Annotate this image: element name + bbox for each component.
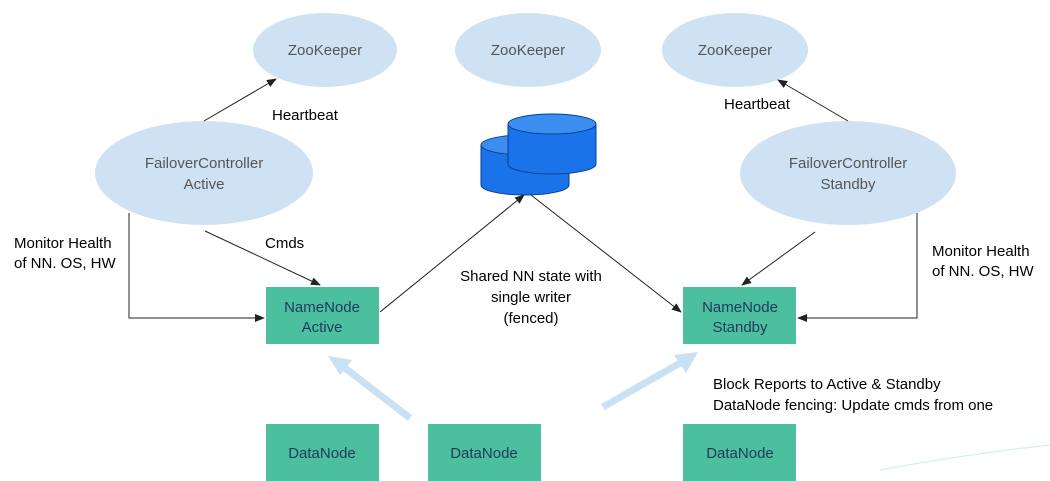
- decorative-curve: [879, 444, 1050, 471]
- zookeeper-right: ZooKeeper: [662, 13, 808, 87]
- cmds-label: Cmds: [265, 235, 304, 252]
- zookeeper-left-label: ZooKeeper: [288, 42, 362, 59]
- monitor-label-left-line1: Monitor Health: [14, 235, 112, 252]
- namenode-active: NameNode Active: [266, 287, 379, 344]
- failover-controller-active-line2: Active: [184, 176, 225, 193]
- heartbeat-arrow-left: [203, 78, 277, 122]
- heartbeat-label-left: Heartbeat: [272, 107, 339, 124]
- datanode-right-label: DataNode: [706, 445, 774, 462]
- datanode-right: DataNode: [683, 424, 796, 481]
- namenode-standby: NameNode Standby: [683, 287, 796, 344]
- block-reports-label-line1: Block Reports to Active & Standby: [713, 376, 941, 393]
- namenode-active-line1: NameNode: [284, 299, 360, 316]
- shared-state-label-line1: Shared NN state with: [460, 268, 602, 285]
- shared-state-write-arrow: [379, 194, 525, 313]
- failover-controller-active-line1: FailoverController: [145, 155, 263, 172]
- namenode-standby-line1: NameNode: [702, 299, 778, 316]
- monitor-label-left-line2: of NN. OS, HW: [14, 255, 117, 272]
- zookeeper-center: ZooKeeper: [455, 13, 601, 87]
- block-report-arrow-left: [328, 356, 413, 421]
- cmds-arrow-standby: [741, 231, 816, 286]
- zookeeper-right-label: ZooKeeper: [698, 42, 772, 59]
- block-report-arrow-right: [601, 352, 698, 411]
- failover-controller-standby-line2: Standby: [820, 176, 876, 193]
- shared-state-label-line3: (fenced): [503, 310, 558, 327]
- namenode-active-line2: Active: [302, 319, 343, 336]
- datanode-center: DataNode: [428, 424, 541, 481]
- zookeeper-center-label: ZooKeeper: [491, 42, 565, 59]
- cmds-arrow: [204, 230, 321, 286]
- monitor-arrow-right: [797, 213, 918, 322]
- monitor-label-right-line1: Monitor Health: [932, 243, 1030, 260]
- failover-controller-standby-line1: FailoverController: [789, 155, 907, 172]
- failover-controller-active: FailoverController Active: [95, 121, 313, 225]
- heartbeat-arrow-right: [777, 79, 849, 122]
- failover-controller-standby: FailoverController Standby: [740, 121, 956, 225]
- shared-state-label-line2: single writer: [491, 289, 571, 306]
- shared-state-read-arrow: [530, 194, 682, 313]
- shared-storage-icon: [480, 113, 597, 196]
- datanode-left: DataNode: [266, 424, 379, 481]
- datanode-center-label: DataNode: [450, 445, 518, 462]
- block-reports-label-line2: DataNode fencing: Update cmds from one: [713, 397, 993, 414]
- zookeeper-left: ZooKeeper: [253, 13, 397, 87]
- monitor-label-right-line2: of NN. OS, HW: [932, 263, 1035, 280]
- datanode-left-label: DataNode: [288, 445, 356, 462]
- monitor-arrow-left: [128, 213, 265, 322]
- namenode-standby-line2: Standby: [712, 319, 768, 336]
- heartbeat-label-right: Heartbeat: [724, 96, 791, 113]
